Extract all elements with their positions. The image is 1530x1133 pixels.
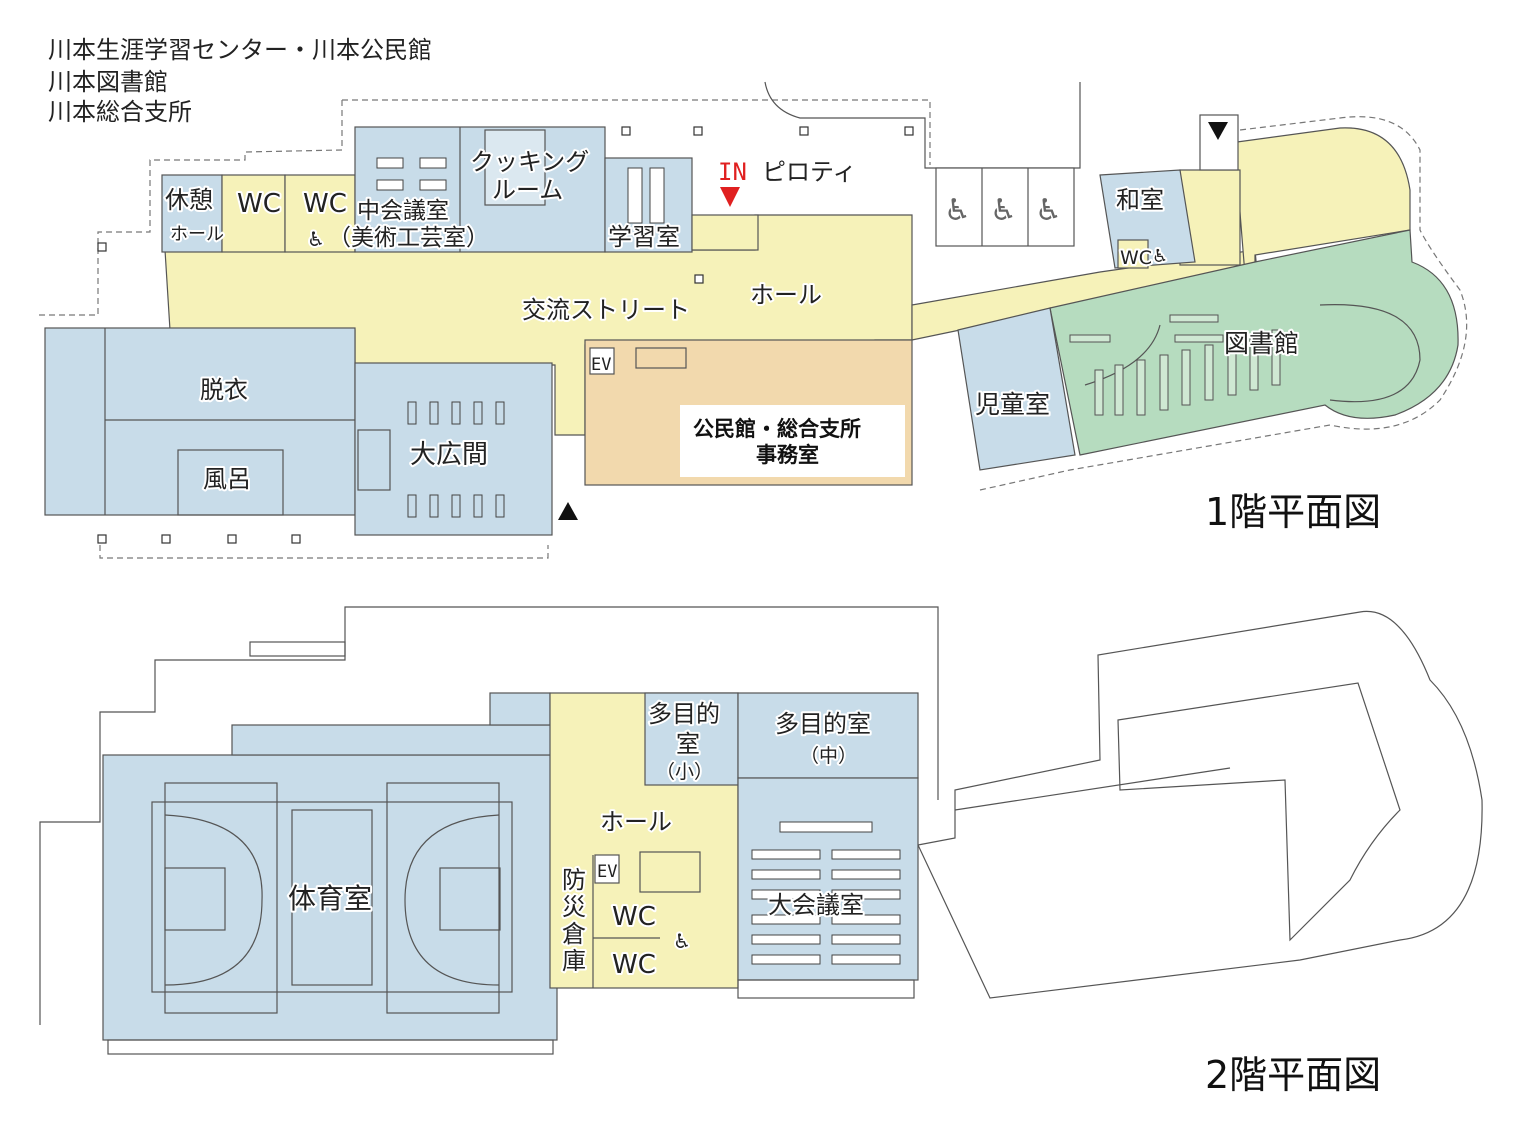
rest-hall-label-2: ホール — [170, 224, 224, 245]
facility-names: 川本生涯学習センター・川本公民館 川本図書館 川本総合支所 — [48, 36, 432, 126]
wheelchair-icon: ♿ — [307, 227, 325, 251]
floor-2-title: 2階平面図 — [1205, 1053, 1381, 1097]
cooking-room — [484, 129, 546, 206]
bath-area — [44, 327, 356, 516]
conference-label: 大会議室 — [768, 891, 864, 919]
multipurpose-small — [644, 692, 739, 786]
rest-hall-label-1: 休憩 — [165, 186, 213, 214]
storage-label-2: 災 — [562, 893, 586, 921]
wc-b-label: WC — [303, 189, 347, 219]
entrance-hall-strip — [691, 214, 759, 251]
great-hall — [354, 362, 553, 536]
facility-name-2: 川本図書館 — [48, 68, 168, 96]
facility-name-3: 川本総合支所 — [48, 98, 192, 126]
storage-label-1: 防 — [562, 866, 586, 894]
wc-2f-b-label: WC — [612, 950, 656, 980]
japanese-room-label: 和室 — [1116, 186, 1164, 214]
ev-label: EV — [591, 355, 611, 375]
storage-label-4: 庫 — [562, 947, 586, 975]
wc-c-box — [1117, 239, 1149, 269]
gym-upper-2 — [489, 692, 551, 726]
floor-2-outline — [39, 606, 939, 1025]
exit-arrow-icon — [558, 502, 578, 520]
cooking-room-label-2: ルーム — [492, 176, 563, 204]
gym-court-lines — [151, 782, 513, 1014]
floor-1-title: 1階平面図 — [1205, 490, 1381, 534]
meeting-tables — [376, 157, 665, 224]
facility-name-1: 川本生涯学習センター・川本公民館 — [48, 36, 432, 64]
stairs-2f — [639, 851, 701, 893]
floor-2-plan: 多目的 室 （小） 多目的室 （中） ホール EV 防 災 倉 庫 WC WC … — [39, 606, 1483, 1097]
wc-c-label: WC — [1120, 247, 1152, 269]
rest-hall — [161, 174, 223, 253]
floor-1-plan: ♿ ♿ ♿ — [38, 81, 1468, 559]
wheelchair-icon: ♿ — [990, 193, 1017, 228]
office-label-1: 公民館・総合支所 — [693, 417, 861, 441]
elevator-2f — [594, 854, 620, 884]
gym-upper — [231, 724, 558, 756]
library-bookshelves — [1069, 314, 1281, 416]
gym-label: 体育室 — [288, 882, 372, 915]
floor-2-library-roof — [917, 610, 1483, 999]
great-hall-tables — [407, 401, 505, 518]
changing-room-label: 脱衣 — [200, 376, 248, 404]
multipurpose-small-label-3: （小） — [656, 761, 713, 783]
children-room-label: 児童室 — [975, 390, 1050, 419]
study-room — [604, 157, 693, 253]
storage-label-3: 倉 — [562, 920, 586, 948]
multipurpose-mid — [737, 692, 919, 779]
wheelchair-icon: ♿ — [673, 929, 691, 953]
ev-2f-label: EV — [597, 862, 617, 882]
multipurpose-small-label-2: 室 — [676, 730, 700, 758]
street-label: 交流ストリート — [522, 296, 690, 324]
conference-desks — [751, 821, 901, 965]
great-hall-label: 大広間 — [410, 440, 488, 470]
bathtub — [177, 449, 284, 516]
floor-1-eaves-outline — [38, 99, 931, 559]
multipurpose-mid-label-2: （中） — [800, 745, 857, 767]
mid-meeting-room-label: 中会議室 — [357, 198, 449, 224]
hall-label: ホール — [750, 281, 822, 309]
wc-a-room — [221, 174, 286, 253]
library-eaves-outline — [979, 116, 1468, 491]
entrance-arrow-icon — [1208, 122, 1228, 140]
wheelchair-icon: ♿ — [944, 193, 971, 228]
entrance-in-arrow-icon — [720, 187, 740, 207]
office-label-box — [680, 405, 905, 477]
roof-lines — [1117, 682, 1401, 942]
wc-b-room — [284, 174, 356, 253]
stairs-1f — [635, 347, 687, 369]
wheelchair-icon: ♿ — [1035, 193, 1062, 228]
bath-label: 風呂 — [203, 465, 251, 493]
wc-a-label: WC — [237, 189, 281, 219]
children-room — [957, 307, 1076, 471]
hall-2f-label: ホール — [600, 808, 672, 836]
arts-crafts-label: （美術工芸室） — [328, 225, 489, 251]
multipurpose-small-label-1: 多目的 — [648, 700, 720, 728]
library-circular-shelf — [1319, 304, 1421, 403]
stairs-2f-exterior — [249, 641, 346, 657]
entrance-in-label: IN — [718, 158, 747, 186]
wc-2f-a-label: WC — [612, 902, 656, 932]
study-room-label: 学習室 — [608, 223, 680, 251]
cooking-room-label-1: クッキング — [470, 148, 589, 176]
wheelchair-parking-icons: ♿ ♿ ♿ — [944, 193, 1062, 228]
piloti-label: ピロティ — [762, 158, 857, 186]
columns — [97, 126, 914, 544]
wheelchair-icon: ♿ — [1152, 246, 1168, 267]
elevator-1f — [589, 347, 615, 375]
multipurpose-mid-label-1: 多目的室 — [775, 710, 871, 738]
accessible-parking — [935, 167, 1075, 247]
office-label-2: 事務室 — [756, 443, 819, 467]
piloti-outline — [764, 81, 1081, 169]
library-label: 図書館 — [1224, 329, 1299, 358]
